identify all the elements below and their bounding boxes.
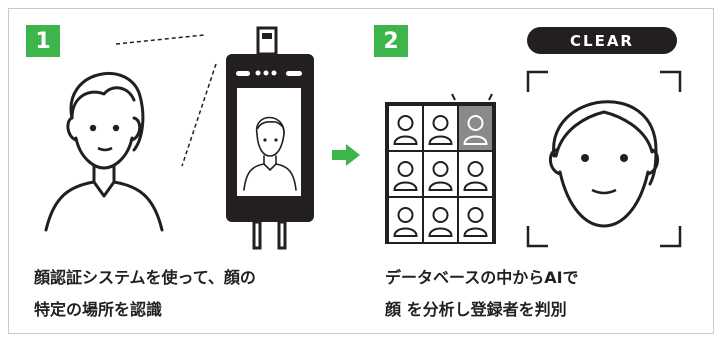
- step-1-caption-line-2: 特定の場所を認識: [34, 300, 163, 319]
- step-2-caption-line-1: データベースの中からAIで: [385, 268, 579, 287]
- mini-person-icon: [397, 161, 414, 177]
- mini-person-body: [428, 135, 453, 145]
- grid-cell: [459, 152, 492, 196]
- person-eye-right: [112, 124, 120, 132]
- face-icon: [549, 100, 659, 228]
- grid-cell: [424, 198, 457, 242]
- mini-person-icon: [432, 161, 449, 177]
- mini-person-body: [393, 227, 418, 237]
- scanner-person-eye-right: [274, 138, 278, 142]
- mini-person-icon: [397, 115, 414, 131]
- grid-cell-highlighted: [459, 106, 492, 150]
- person-mouth: [97, 146, 113, 152]
- grid-cell: [459, 198, 492, 242]
- diagram-frame: [8, 8, 714, 334]
- face-eye-left: [581, 154, 589, 162]
- step-1-caption: 顔認証システムを使って、顔の 特定の場所を認識: [34, 262, 256, 326]
- mini-person-icon: [432, 207, 449, 223]
- person-eye-left: [89, 124, 97, 132]
- mini-person-body: [393, 135, 418, 145]
- step-1-caption-line-1: 顔認証システムを使って、顔の: [34, 268, 256, 287]
- sight-line-bottom: [181, 63, 217, 167]
- arrow-right-icon: [332, 144, 360, 166]
- face-scanner-terminal-icon: [226, 26, 314, 250]
- step-1-badge: 1: [26, 25, 60, 57]
- mini-person-icon: [432, 115, 449, 131]
- mini-person-body: [463, 135, 488, 145]
- face-eye-right: [620, 154, 628, 162]
- mini-person-icon: [397, 207, 414, 223]
- scanner-person-eye-left: [263, 138, 267, 142]
- step-2-badge: 2: [374, 25, 408, 57]
- step-2-caption: データベースの中からAIで 顔 を分析し登録者を判別: [385, 262, 579, 326]
- mini-person-icon: [467, 207, 484, 223]
- mini-person-body: [393, 181, 418, 191]
- grid-cell: [424, 152, 457, 196]
- person-icon: [44, 72, 164, 232]
- scanner-screen-person-icon: [243, 116, 297, 191]
- mini-person-body: [463, 227, 488, 237]
- mini-person-body: [463, 181, 488, 191]
- grid-cell: [389, 198, 422, 242]
- clear-status-label: CLEAR: [527, 27, 677, 54]
- step-2-caption-line-2: 顔 を分析し登録者を判別: [385, 300, 567, 319]
- grid-cell: [389, 152, 422, 196]
- sight-line-top: [115, 34, 205, 45]
- mini-person-icon: [467, 115, 484, 131]
- mini-person-body: [428, 227, 453, 237]
- grid-cell: [424, 106, 457, 150]
- mini-person-body: [428, 181, 453, 191]
- grid-cell: [389, 106, 422, 150]
- mini-person-icon: [467, 161, 484, 177]
- face-mouth: [591, 188, 617, 195]
- scan-frame-icon: [526, 70, 682, 248]
